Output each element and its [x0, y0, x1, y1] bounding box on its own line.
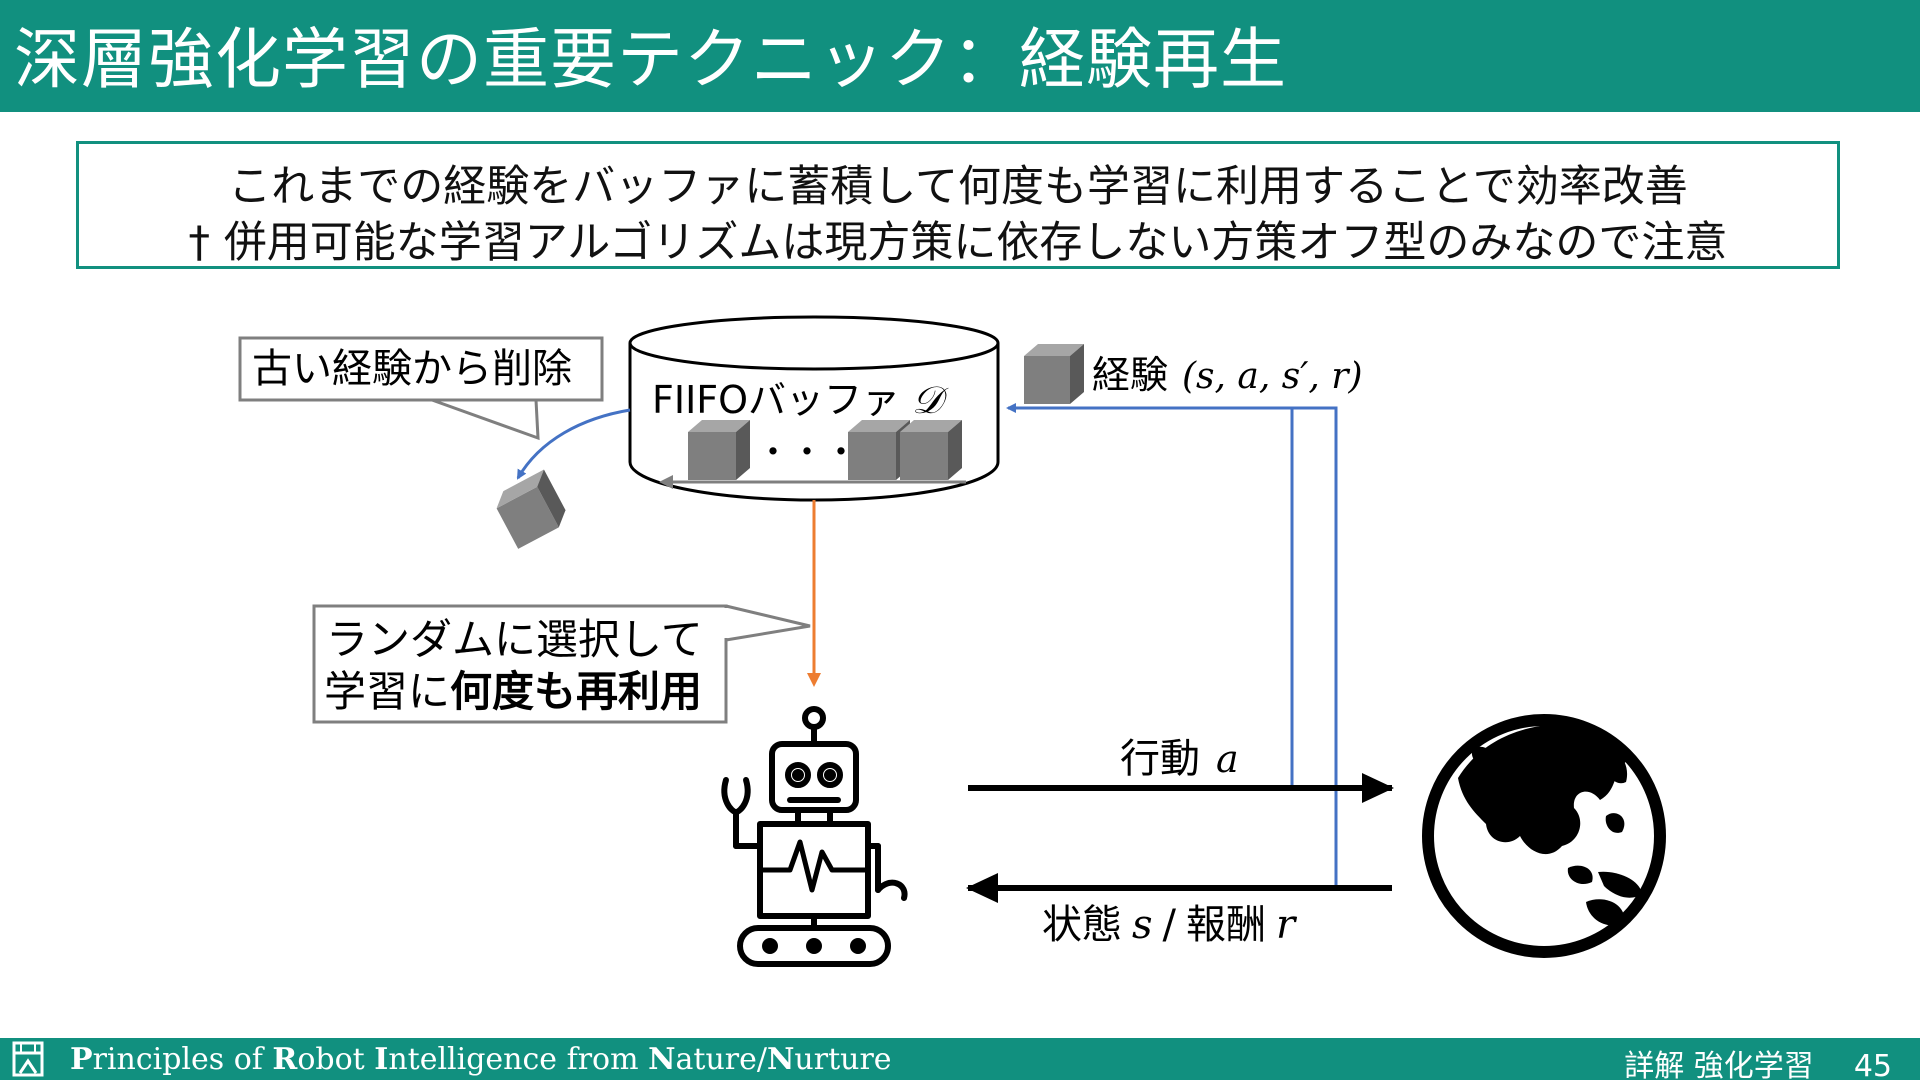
logo-icon: [12, 1041, 44, 1077]
course-initial: I: [374, 1042, 389, 1077]
random-callout-plain: 学習に: [324, 667, 450, 716]
course-word: urture: [794, 1042, 892, 1077]
globe-icon: [1422, 714, 1666, 958]
delete-callout-text: 古い経験から削除: [252, 346, 572, 392]
page-number: 45: [1853, 1049, 1892, 1084]
cube-icon: [496, 469, 566, 549]
summary-box: これまでの経験をバッファに蓄積して何度も学習に利用することで効率改善 † 併用可…: [76, 141, 1840, 269]
state-label: 状態: [1042, 902, 1122, 948]
course-initial: P: [70, 1042, 93, 1077]
random-callout-bold: 何度も再利用: [450, 667, 702, 716]
footer-bar: Principles of Robot Intelligence from Na…: [0, 1038, 1920, 1084]
experience-tuple: (s, a, s′, r): [1182, 356, 1363, 397]
reward-symbol: r: [1276, 902, 1298, 948]
cube-icon: [1024, 344, 1084, 404]
state-symbol: s: [1132, 902, 1153, 948]
random-callout-line2: 学習に何度も再利用: [324, 667, 702, 716]
experience-label: 経験: [1092, 353, 1168, 397]
delete-arrow: [516, 408, 631, 480]
cube-icon: [900, 420, 962, 480]
random-callout: [312, 604, 811, 724]
reward-label: 報酬: [1186, 902, 1266, 948]
course-word: ntelligence from: [388, 1042, 649, 1077]
cube-icon: [688, 420, 750, 480]
title-bar: 深層強化学習の重要テクニック：経験再生: [0, 0, 1920, 112]
book-title: 詳解 強化学習: [1624, 1049, 1814, 1084]
robot-icon: [721, 706, 908, 967]
course-name: Principles of Robot Intelligence from Na…: [70, 1042, 892, 1077]
summary-line-2: † 併用可能な学習アルゴリズムは現方策に依存しない方策オフ型のみなので注意: [188, 218, 1728, 268]
course-word: rinciples of: [92, 1042, 273, 1077]
course-initial: N: [648, 1042, 676, 1077]
separator: /: [1163, 902, 1177, 948]
buffer-dots: ・・・: [756, 433, 858, 473]
action-symbol: a: [1216, 737, 1239, 781]
delete-callout: [238, 336, 604, 441]
footer-right: 詳解 強化学習 45: [1624, 1041, 1892, 1085]
course-initial: R: [272, 1042, 298, 1077]
slide-title: 深層強化学習の重要テクニック：経験再生: [14, 21, 1287, 98]
course-word: ature/: [675, 1042, 767, 1077]
course-word: obot: [297, 1042, 375, 1077]
buffer-label: FIIFOバッファ: [652, 378, 900, 422]
experience-arrow: [1006, 403, 1338, 413]
random-callout-line1: ランダムに選択して: [326, 615, 703, 664]
action-label: 行動: [1120, 736, 1200, 782]
course-initial: N: [766, 1042, 795, 1077]
summary-line-1: これまでの経験をバッファに蓄積して何度も学習に利用することで効率改善: [228, 162, 1688, 212]
